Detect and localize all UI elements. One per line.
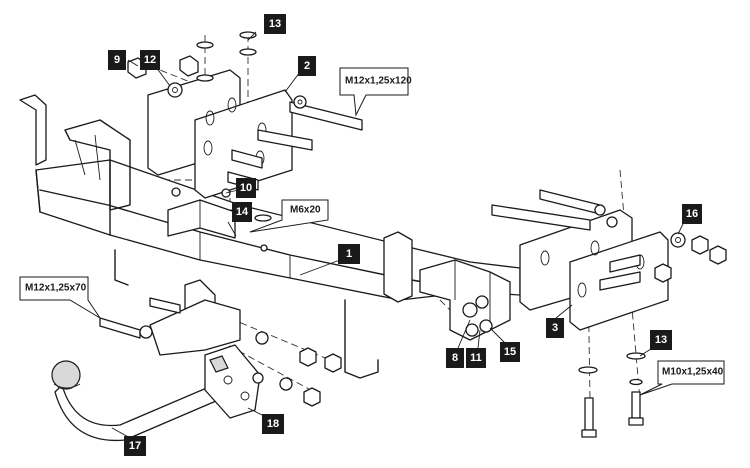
badge-13-bottom: 13 [650, 330, 672, 350]
lower-bolts [578, 352, 646, 438]
badge-9-label: 9 [114, 54, 120, 66]
badge-14-label: 14 [236, 206, 249, 218]
badge-13-top: 13 [264, 14, 286, 34]
callout-m6-20: M6x20 [249, 199, 329, 233]
badge-13-bottom-label: 13 [655, 334, 667, 346]
badge-1-label: 1 [346, 248, 352, 260]
badge-3-label: 3 [552, 322, 558, 334]
badge-2: 2 [298, 56, 316, 76]
badge-16: 16 [682, 204, 702, 224]
badge-14: 14 [232, 202, 252, 222]
badge-8-label: 8 [452, 352, 458, 364]
callout-m12-70: M12x1,25x70 [19, 276, 101, 319]
callout-m10-40-label: M10x1,25x40 [662, 367, 724, 378]
leader-lines [111, 31, 686, 441]
small-fasteners [171, 187, 272, 252]
badge-10-label: 10 [240, 182, 252, 194]
badge-8: 8 [446, 348, 464, 368]
badge-11-label: 11 [470, 352, 482, 364]
callout-m10-40: M10x1,25x40 [639, 360, 725, 396]
badge-13-top-label: 13 [269, 18, 281, 30]
badge-18: 18 [262, 414, 284, 434]
callout-m12-70-label: M12x1,25x70 [25, 283, 87, 294]
badge-1: 1 [338, 244, 360, 264]
badge-10: 10 [236, 178, 256, 198]
badge-17-label: 17 [129, 440, 141, 452]
callout-m6-20-label: M6x20 [290, 205, 321, 216]
badge-9: 9 [108, 50, 126, 70]
callout-m12-120: M12x1,25x120 [339, 67, 412, 117]
badge-12: 12 [140, 50, 160, 70]
tow-ball-assembly [51, 279, 342, 442]
callout-m12-120-label: M12x1,25x120 [345, 76, 412, 87]
badge-2-label: 2 [304, 60, 310, 72]
badge-3: 3 [546, 318, 564, 338]
left-mounting-plates [127, 31, 363, 199]
badge-15: 15 [500, 342, 520, 362]
badge-15-label: 15 [504, 346, 516, 358]
right-mounting-plates [462, 189, 727, 337]
badge-11: 11 [466, 348, 486, 368]
badge-17: 17 [124, 436, 146, 456]
badge-18-label: 18 [267, 418, 279, 430]
badge-12-label: 12 [144, 54, 156, 66]
badge-16-label: 16 [686, 208, 698, 220]
